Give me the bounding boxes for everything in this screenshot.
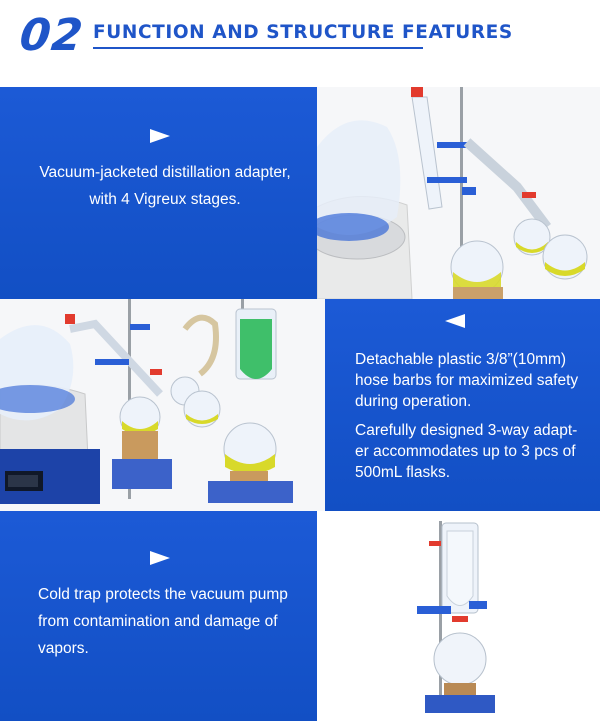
feature-3-text: Cold trap protects the vacuum pump from … — [38, 581, 308, 662]
feature-panel-2: Detachable plastic 3/8”(10mm) hose barbs… — [325, 299, 600, 511]
feature-2-para-1: Detachable plastic 3/8”(10mm) hose barbs… — [355, 349, 595, 412]
title-underline — [93, 47, 423, 49]
section-header: 02 FUNCTION AND STRUCTURE FEATURES — [0, 0, 600, 78]
cold-trap-illustration — [317, 511, 600, 721]
feature-panel-3: Cold trap protects the vacuum pump from … — [0, 511, 317, 721]
hose-barbs-illustration — [0, 299, 325, 511]
feature-1-line: Vacuum-jacketed distillation adapter, — [39, 164, 291, 181]
cold-trap-photo — [317, 511, 600, 721]
feature-2-line: Detachable plastic 3/8”(10mm) — [355, 351, 567, 368]
section-title: FUNCTION AND STRUCTURE FEATURES — [93, 22, 513, 43]
feature-2-line: hose barbs for maximized safety — [355, 372, 579, 389]
feature-2-line: Carefully designed 3-way adapt- — [355, 422, 578, 439]
feature-2-line: er accommodates up to 3 pcs of — [355, 443, 576, 460]
arrow-right-icon — [150, 129, 170, 143]
feature-3-line: Cold trap protects the vacuum pump — [38, 586, 288, 603]
distillation-setup-illustration — [317, 87, 600, 299]
hose-barbs-photo — [0, 299, 325, 511]
distillation-adapter-photo — [317, 87, 600, 299]
feature-1-line: with 4 Vigreux stages. — [89, 191, 241, 208]
feature-3-line: vapors. — [38, 640, 89, 657]
feature-3-line: from contamination and damage of — [38, 613, 278, 630]
feature-1-text: Vacuum-jacketed distillation adapter, wi… — [20, 159, 310, 213]
arrow-right-icon — [150, 551, 170, 565]
feature-panel-1: Vacuum-jacketed distillation adapter, wi… — [0, 87, 317, 299]
feature-2-para-2: Carefully designed 3-way adapt- er accom… — [355, 420, 595, 483]
feature-2-line: 500mL flasks. — [355, 464, 451, 481]
section-number: 02 — [17, 10, 86, 61]
feature-2-line: during operation. — [355, 393, 472, 410]
arrow-left-icon — [445, 314, 465, 328]
